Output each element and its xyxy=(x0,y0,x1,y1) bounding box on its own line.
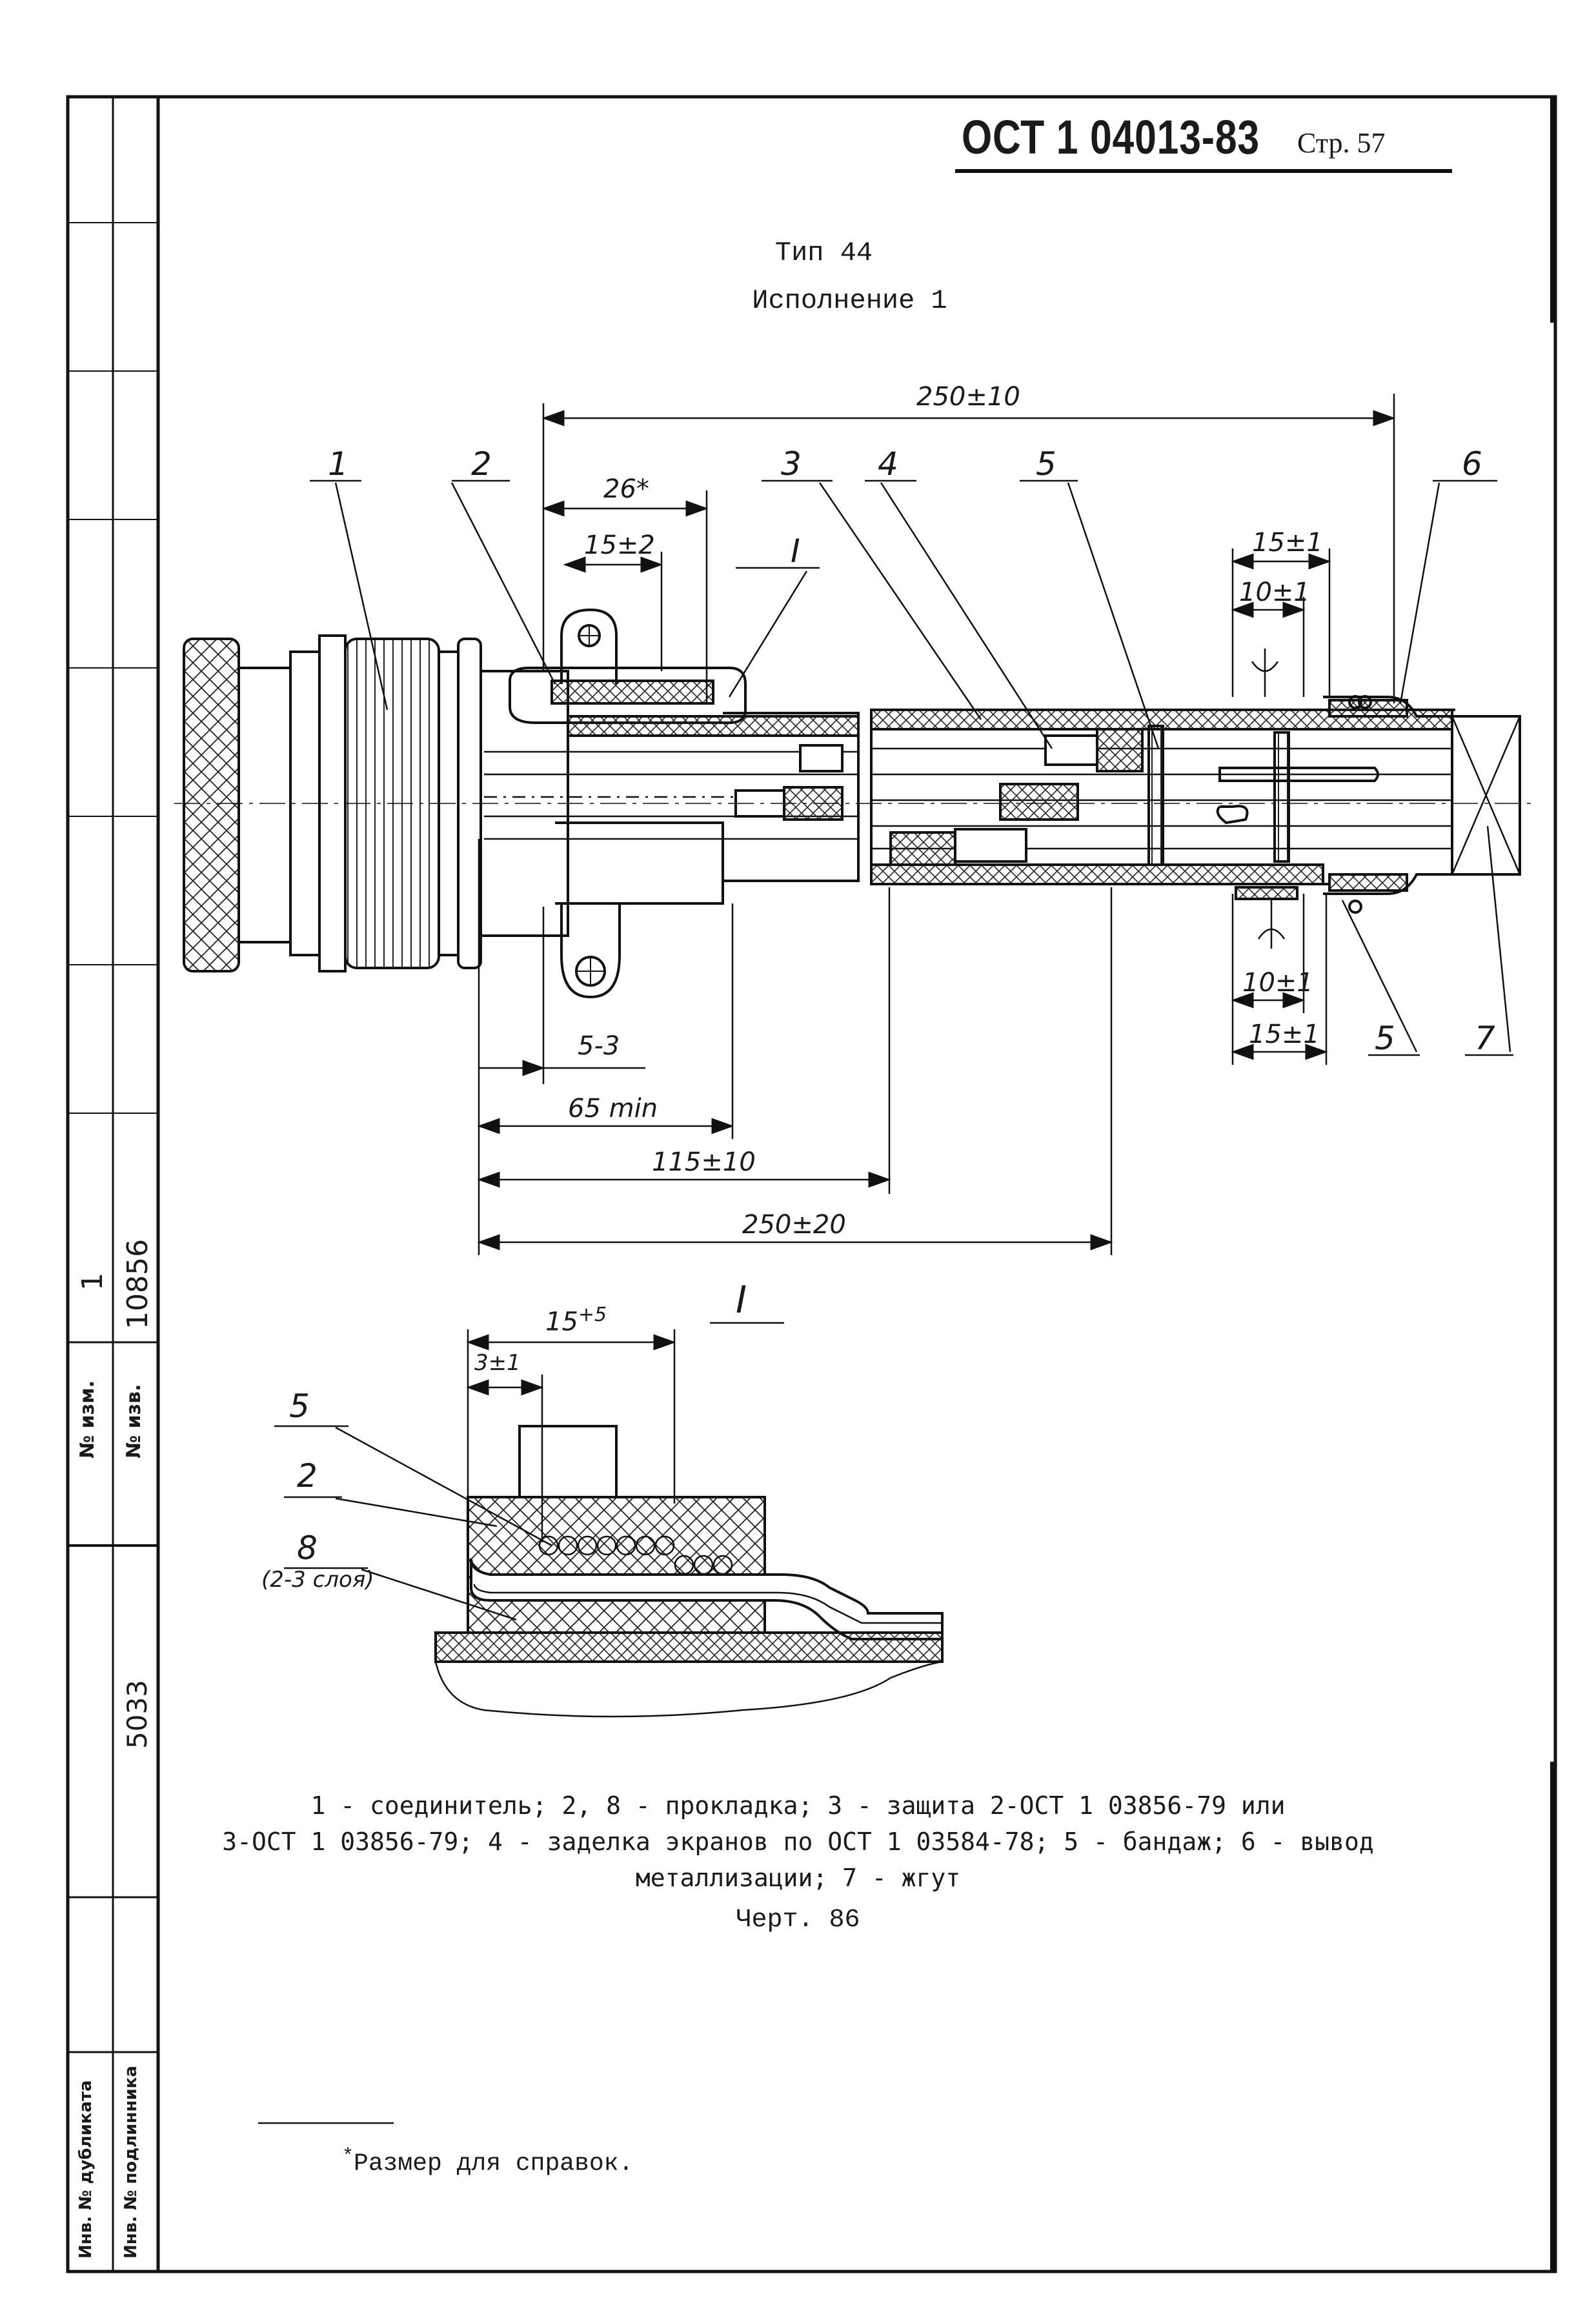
callout-5: 5 xyxy=(1036,445,1056,483)
detail-callout-2: 2 xyxy=(297,1457,318,1495)
detail-callout-8: 8 xyxy=(297,1529,318,1567)
dim-26: 26* xyxy=(603,474,649,504)
type-title: Тип 44 xyxy=(774,237,873,268)
figure-number: Черт. 86 xyxy=(736,1906,860,1935)
dim-115: 115±10 xyxy=(652,1147,756,1177)
leader-lines xyxy=(310,479,1513,1056)
callout-5-bottom: 5 xyxy=(1375,1020,1395,1057)
callout-4: 4 xyxy=(878,445,898,483)
sidebar-original-number: 5033 xyxy=(121,1680,153,1749)
sidebar-notice-number: 10856 xyxy=(121,1239,154,1329)
detail-dim-15-tolerance: +5 xyxy=(578,1304,607,1326)
sidebar-original-label: Инв. № подлинника xyxy=(121,2066,141,2259)
sidebar-change-number: 1 xyxy=(76,1273,109,1291)
sidebar-notice-label: № изв. xyxy=(123,1384,145,1458)
callout-3: 3 xyxy=(781,445,802,483)
footnote: *Размер для справок. xyxy=(342,2146,633,2178)
page-number: Стр. 57 xyxy=(1297,127,1386,159)
footnote-text: Размер для справок. xyxy=(354,2150,634,2178)
dim-15-2: 15±2 xyxy=(584,530,655,560)
legend-line-1: 1 - соединитель; 2, 8 - прокладка; 3 - з… xyxy=(310,1791,1286,1820)
detail-dim-15: 15+5 xyxy=(545,1304,607,1336)
sidebar-duplicate-label: Инв. № дубликата xyxy=(76,2080,96,2259)
callout-6: 6 xyxy=(1462,445,1482,483)
dim-10-1-bottom: 10±1 xyxy=(1242,968,1313,998)
callout-7: 7 xyxy=(1475,1020,1495,1057)
legend: 1 - соединитель; 2, 8 - прокладка; 3 - з… xyxy=(0,1788,1596,1896)
dim-15-1-bottom: 15±1 xyxy=(1249,1020,1320,1049)
callout-2: 2 xyxy=(471,445,492,483)
dim-15-1-top: 15±1 xyxy=(1252,528,1323,558)
detail-layers: (2-3 слоя) xyxy=(261,1567,374,1593)
detail-callout-5: 5 xyxy=(289,1387,310,1425)
detail-title: I xyxy=(736,1278,747,1322)
dim-250-20: 250±20 xyxy=(742,1210,846,1240)
dimension-lines xyxy=(477,394,1396,1255)
dim-65-min: 65 min xyxy=(568,1094,658,1123)
detail-view xyxy=(258,1322,944,2124)
detail-dim-15-value: 15 xyxy=(545,1307,578,1337)
detail-dim-3: 3±1 xyxy=(474,1350,521,1376)
document-code: ОСТ 1 04013-83 xyxy=(962,110,1260,164)
view-marker-I: I xyxy=(791,532,800,570)
footnote-mark: * xyxy=(342,2146,354,2168)
variant-title: Исполнение 1 xyxy=(752,285,947,316)
dim-10-1-top: 10±1 xyxy=(1239,578,1310,607)
sheet-frame xyxy=(66,95,1557,2273)
legend-line-3: металлизации; 7 - жгут xyxy=(635,1864,961,1892)
dim-5-3: 5-3 xyxy=(578,1031,620,1061)
dim-total-top: 250±10 xyxy=(916,382,1020,412)
legend-line-2: 3-ОСТ 1 03856-79; 4 - заделка экранов по… xyxy=(222,1828,1374,1856)
sidebar-change-label: № изм. xyxy=(76,1380,99,1458)
callout-1: 1 xyxy=(328,445,348,483)
